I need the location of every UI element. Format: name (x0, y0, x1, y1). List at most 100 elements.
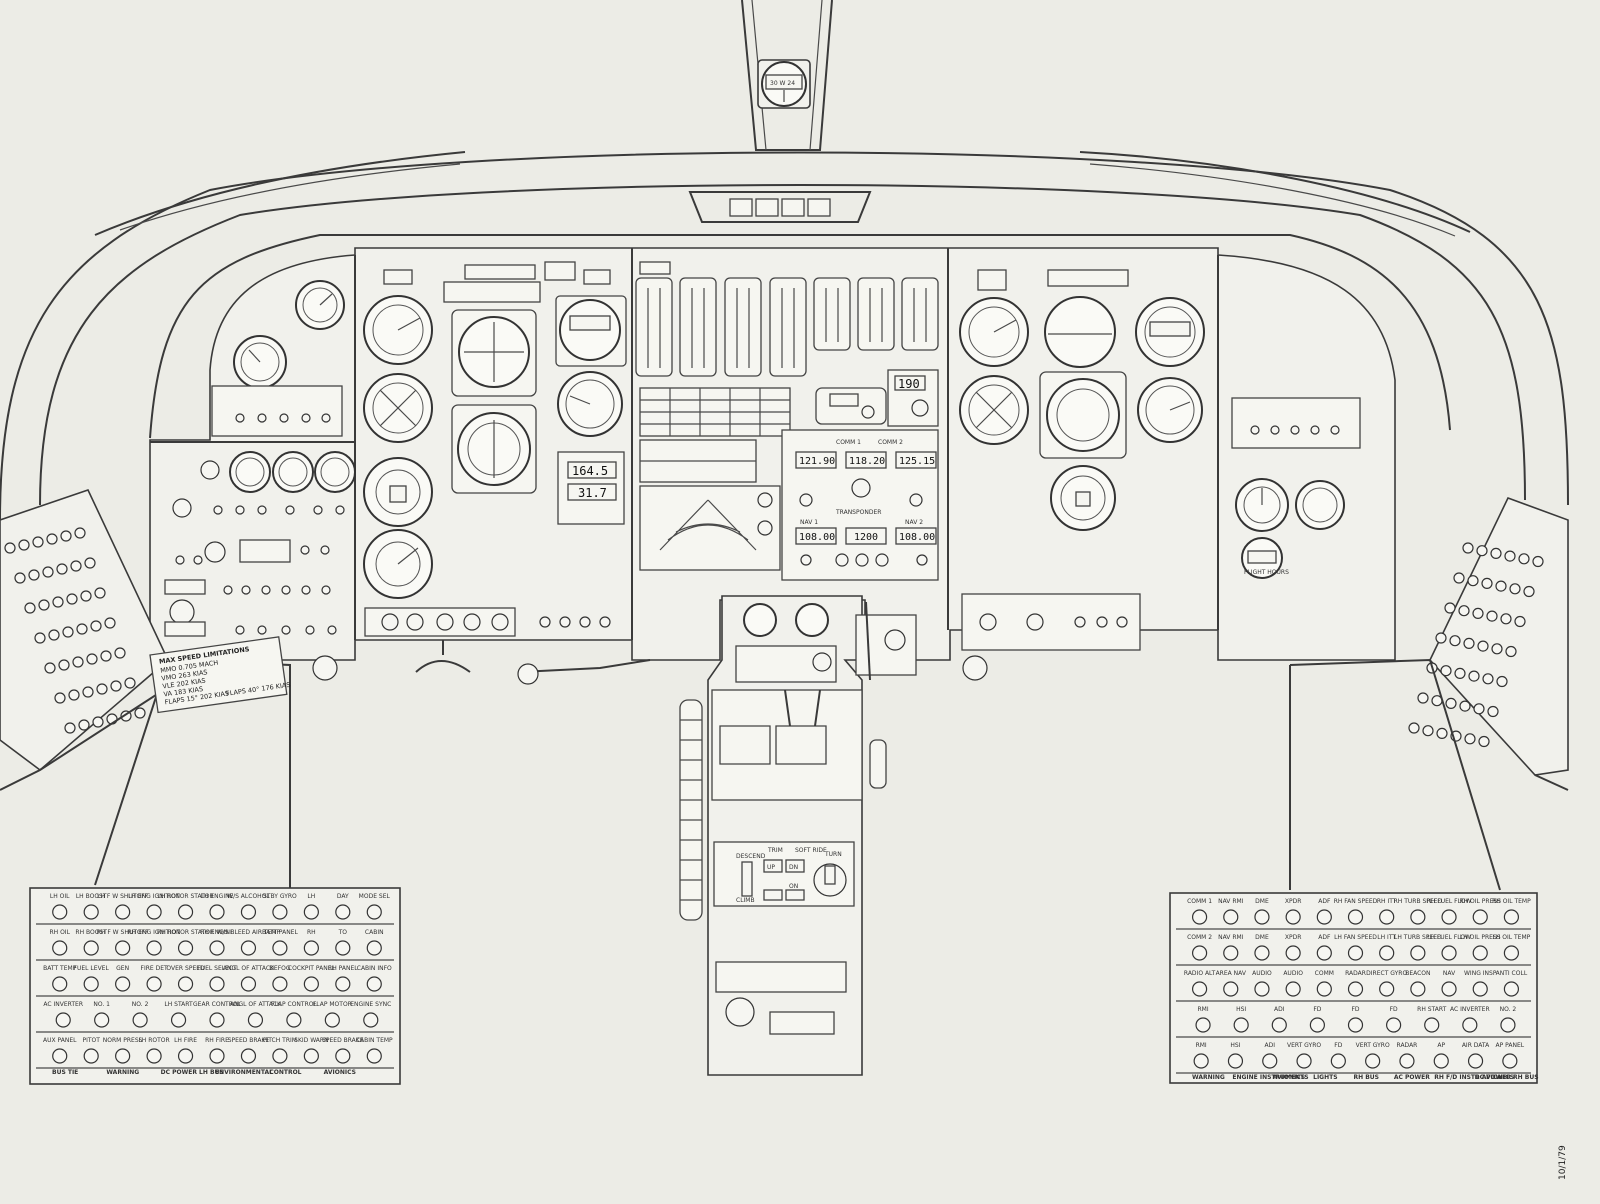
circuit-breaker[interactable] (335, 904, 351, 920)
circuit-breaker[interactable] (1410, 945, 1426, 961)
circuit-breaker[interactable] (146, 1048, 162, 1064)
circuit-breaker[interactable] (240, 976, 257, 992)
circuit-breaker[interactable] (132, 1012, 148, 1028)
circuit-breaker[interactable] (366, 904, 382, 920)
circuit-breaker[interactable] (272, 940, 288, 956)
circuit-breaker[interactable] (209, 1012, 225, 1028)
circuit-breaker[interactable] (1254, 945, 1270, 961)
circuit-breaker[interactable] (240, 904, 257, 920)
circuit-breaker[interactable] (209, 904, 225, 920)
circuit-breaker[interactable] (52, 1048, 68, 1064)
circuit-breaker[interactable] (1262, 1053, 1278, 1069)
circuit-breaker[interactable] (1347, 981, 1364, 997)
circuit-breaker[interactable] (1433, 1053, 1449, 1069)
circuit-breaker[interactable] (366, 940, 382, 956)
circuit-breaker[interactable] (115, 904, 131, 920)
circuit-breaker[interactable] (1424, 1017, 1440, 1033)
circuit-breaker[interactable] (146, 904, 162, 920)
circuit-breaker[interactable] (177, 940, 194, 956)
circuit-breaker[interactable] (1462, 1017, 1478, 1033)
circuit-breaker[interactable] (1386, 1017, 1402, 1033)
circuit-breaker[interactable] (1347, 1017, 1364, 1033)
circuit-breaker[interactable] (247, 1012, 264, 1028)
circuit-breaker[interactable] (52, 976, 68, 992)
circuit-breaker[interactable] (1472, 945, 1488, 961)
circuit-breaker[interactable] (52, 904, 68, 920)
circuit-breaker[interactable] (52, 940, 68, 956)
circuit-breaker[interactable] (1347, 945, 1364, 961)
circuit-breaker[interactable] (170, 1012, 187, 1028)
circuit-breaker[interactable] (1399, 1053, 1415, 1069)
circuit-breaker[interactable] (1316, 981, 1332, 997)
circuit-breaker[interactable] (83, 1048, 99, 1064)
circuit-breaker[interactable] (1472, 981, 1488, 997)
circuit-breaker[interactable] (1410, 981, 1426, 997)
circuit-breaker[interactable] (209, 976, 225, 992)
circuit-breaker[interactable] (177, 976, 194, 992)
circuit-breaker[interactable] (177, 904, 194, 920)
circuit-breaker[interactable] (1254, 909, 1270, 925)
circuit-breaker[interactable] (303, 976, 319, 992)
circuit-breaker[interactable] (1379, 945, 1395, 961)
circuit-breaker[interactable] (1195, 1017, 1211, 1033)
circuit-breaker[interactable] (1191, 909, 1208, 925)
circuit-breaker[interactable] (94, 1012, 110, 1028)
circuit-breaker[interactable] (83, 904, 99, 920)
circuit-breaker[interactable] (1365, 1053, 1381, 1069)
circuit-breaker[interactable] (1441, 981, 1457, 997)
circuit-breaker[interactable] (240, 1048, 257, 1064)
circuit-breaker[interactable] (303, 1048, 319, 1064)
circuit-breaker[interactable] (1503, 981, 1520, 997)
circuit-breaker[interactable] (1191, 981, 1208, 997)
circuit-breaker[interactable] (1347, 909, 1364, 925)
circuit-breaker[interactable] (146, 940, 162, 956)
circuit-breaker[interactable] (272, 976, 288, 992)
circuit-breaker[interactable] (1472, 909, 1488, 925)
circuit-breaker[interactable] (146, 976, 162, 992)
circuit-breaker[interactable] (1271, 1017, 1287, 1033)
circuit-breaker[interactable] (1503, 909, 1520, 925)
circuit-breaker[interactable] (272, 1048, 288, 1064)
circuit-breaker[interactable] (1467, 1053, 1484, 1069)
circuit-breaker[interactable] (303, 940, 319, 956)
circuit-breaker[interactable] (1193, 1053, 1209, 1069)
circuit-breaker[interactable] (83, 940, 99, 956)
circuit-breaker[interactable] (303, 904, 319, 920)
circuit-breaker[interactable] (115, 976, 131, 992)
circuit-breaker[interactable] (177, 1048, 194, 1064)
circuit-breaker[interactable] (1316, 909, 1332, 925)
circuit-breaker[interactable] (55, 1012, 71, 1028)
circuit-breaker[interactable] (335, 976, 351, 992)
circuit-breaker[interactable] (1285, 945, 1301, 961)
circuit-breaker[interactable] (363, 1012, 379, 1028)
circuit-breaker[interactable] (366, 1048, 382, 1064)
circuit-breaker[interactable] (335, 940, 351, 956)
circuit-breaker[interactable] (1379, 981, 1395, 997)
circuit-breaker[interactable] (1254, 981, 1270, 997)
circuit-breaker[interactable] (272, 904, 288, 920)
circuit-breaker[interactable] (1502, 1053, 1518, 1069)
circuit-breaker[interactable] (209, 1048, 225, 1064)
circuit-breaker[interactable] (1503, 945, 1520, 961)
circuit-breaker[interactable] (1285, 909, 1301, 925)
circuit-breaker[interactable] (286, 1012, 302, 1028)
circuit-breaker[interactable] (1296, 1053, 1312, 1069)
circuit-breaker[interactable] (1441, 945, 1457, 961)
circuit-breaker[interactable] (1223, 945, 1239, 961)
circuit-breaker[interactable] (240, 940, 257, 956)
circuit-breaker[interactable] (1191, 945, 1208, 961)
circuit-breaker[interactable] (1233, 1017, 1249, 1033)
circuit-breaker[interactable] (1227, 1053, 1244, 1069)
circuit-breaker[interactable] (1285, 981, 1301, 997)
circuit-breaker[interactable] (1330, 1053, 1346, 1069)
circuit-breaker[interactable] (1223, 981, 1239, 997)
circuit-breaker[interactable] (1316, 945, 1332, 961)
circuit-breaker[interactable] (366, 976, 382, 992)
circuit-breaker[interactable] (209, 940, 225, 956)
circuit-breaker[interactable] (1410, 909, 1426, 925)
circuit-breaker[interactable] (83, 976, 99, 992)
circuit-breaker[interactable] (1309, 1017, 1325, 1033)
circuit-breaker[interactable] (1441, 909, 1457, 925)
circuit-breaker[interactable] (1223, 909, 1239, 925)
circuit-breaker[interactable] (335, 1048, 351, 1064)
